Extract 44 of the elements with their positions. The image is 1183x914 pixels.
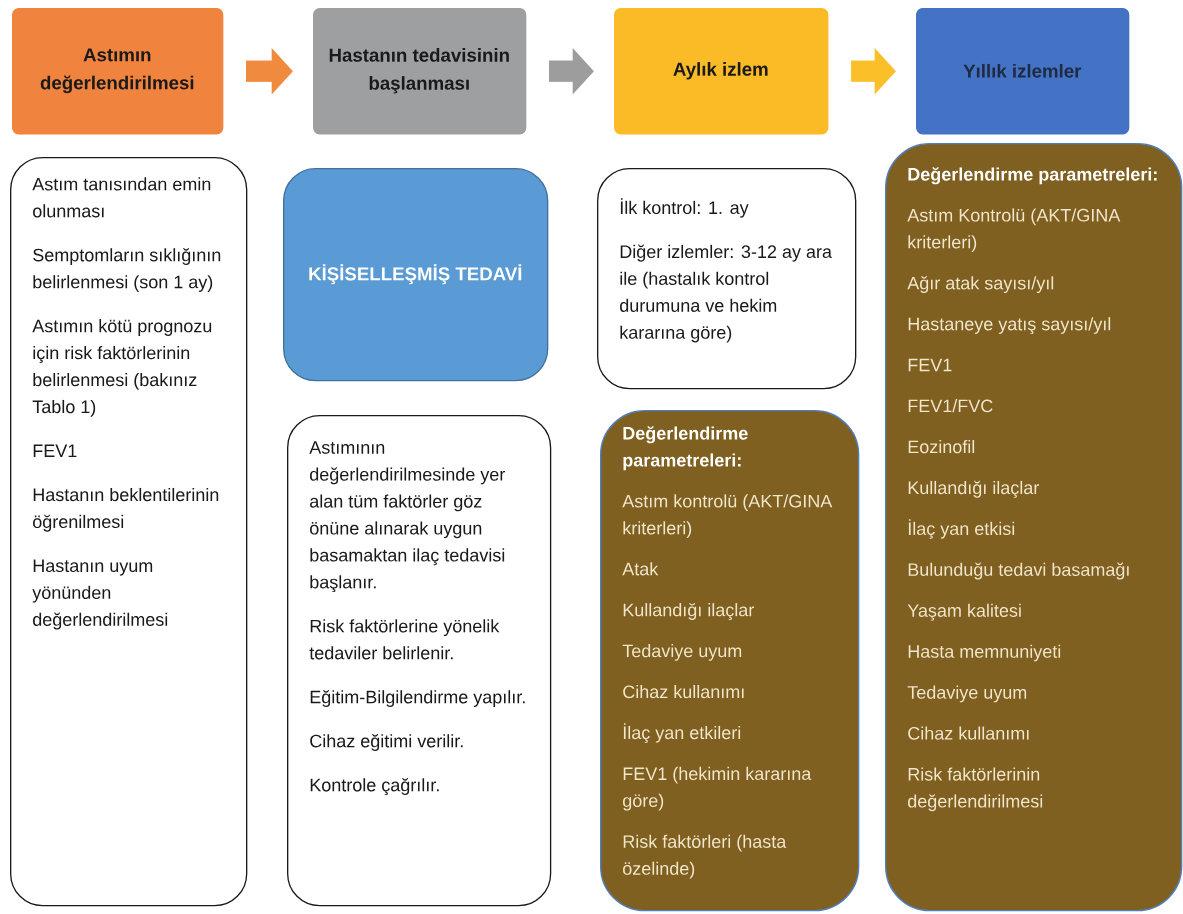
box-text: Astım tanısından emin olunması Semptomların sıklığının belirlenmesi (son 1 ay) Astımın kötü prognozu için risk faktörlerinin belirlenmesi (bakınız Tablo 1) FEV1 Hastanın beklentilerinin öğrenilmesi Hastanın uyum yönünden değerlendirilmesi	[32, 177, 221, 630]
box-text: Yıllık izlemler	[963, 63, 1082, 78]
node-label: İlaç yan etkisi	[908, 519, 1015, 539]
node-label: Astım Kontrolü (AKT/GINA kriterleri)	[907, 208, 1121, 253]
node-label: Ağır atak sayısı/yıl	[907, 276, 1054, 294]
node-label: Tedaviye uyum	[907, 685, 1027, 703]
highlight-box	[283, 168, 549, 382]
node-label: Tedaviye uyum	[622, 644, 742, 661]
node-label: Kullandığı ilaçlar	[623, 602, 754, 620]
box-text: Hastanın tedavisinin başlanması	[329, 48, 509, 94]
text-box	[597, 168, 857, 390]
node-label: İlaç yan etkileri	[623, 723, 741, 743]
box-text: Değerlendirme parametreleri: Astım Kontrolü (AKT/GINA kriterleri) Ağır atak sayısı/yıl Hastaneye yatış sayısı/yıl FEV1 FEV1/FVC Eozinofil Kullandığı ilaçlar İlaç yan etkisi Bulunduğu tedavi basamağı Yaşam kalitesi Hasta memnuniyeti Tedaviye uyum Cihaz kullanımı Risk faktörlerinin değerlendirilmesi	[907, 167, 1157, 812]
node-label: FEV1/FVC	[908, 399, 993, 413]
box-text: Astımın değerlendirilmesi	[40, 48, 194, 94]
node-label: FEV1 (hekimin kararına göre)	[623, 766, 812, 811]
parameter-box	[885, 143, 1183, 912]
step-header-box	[12, 8, 224, 135]
node-label: Değerlendirme parametreleri:	[908, 167, 1157, 185]
node-label: FEV1	[908, 358, 952, 372]
text-box	[287, 415, 552, 907]
node-label: Hasta memnuniyeti	[908, 644, 1061, 662]
node-label: Cihaz kullanımı	[908, 726, 1029, 740]
step-header-box	[614, 8, 829, 135]
node-label: Eozinofil	[908, 439, 975, 454]
node-label: Risk faktörleri (hasta özelinde)	[623, 834, 787, 879]
box-text: Aylık izlem	[673, 62, 768, 80]
node-label: Hastaneye yatış sayısı/yıl	[908, 317, 1111, 335]
parameter-box	[600, 410, 860, 912]
box-text: İlk kontrol: 1. ay Diğer izlemler: 3-12 ay ara ile (hastalık kontrol durumuna ve hekim kararına göre)	[620, 198, 832, 343]
node-label: Değerlendirme parametreleri:	[623, 426, 748, 471]
node-label: Yaşam kalitesi	[907, 603, 1021, 621]
box-text: KİŞİSELLEŞMİŞ TEDAVİ	[309, 264, 522, 285]
step-header-box	[916, 8, 1130, 135]
box-text: Astımının değerlendirilmesinde yer alan tüm faktörler göz önüne alınarak uygun basamaktan ilaç tedavisi başlanır. Risk faktörlerine yönelik tedaviler belirlenir. Eğitim-Bilgilendirme yapılır. Cihaz eğitimi verilir. Kontrole çağrılır.	[309, 441, 525, 796]
node-label: Bulunduğu tedavi basamağı	[908, 562, 1129, 580]
node-label: Kullandığı ilaçlar	[908, 480, 1039, 498]
step-header-box	[313, 8, 527, 135]
node-label: Risk faktörlerinin değerlendirilmesi	[908, 767, 1043, 812]
node-label: Astım kontrolü (AKT/GINA kriterleri)	[622, 494, 833, 539]
node-label: Atak	[622, 562, 659, 576]
box-text: Değerlendirme parametreleri: Astım kontrolü (AKT/GINA kriterleri) Atak Kullandığı ilaçlar Tedaviye uyum Cihaz kullanımı İlaç yan etkileri FEV1 (hekimin kararına göre) Risk faktörleri (hasta özelinde)	[622, 426, 833, 879]
text-box	[10, 157, 248, 907]
node-label: Cihaz kullanımı	[623, 684, 744, 699]
